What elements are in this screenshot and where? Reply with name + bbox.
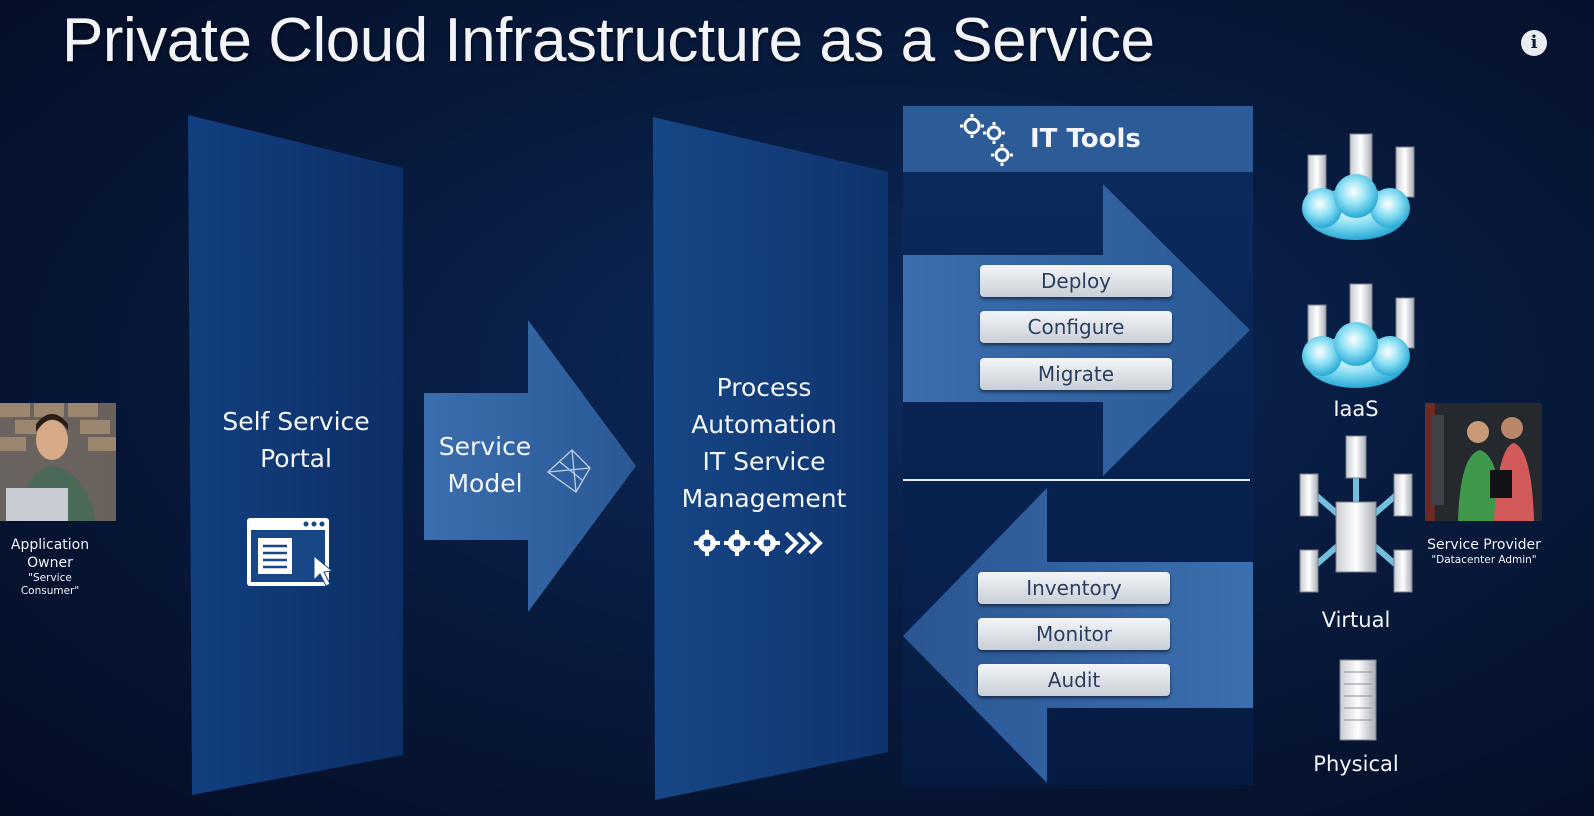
configure-button[interactable]: Configure xyxy=(980,311,1172,343)
virtual-servers-icon xyxy=(1299,435,1413,593)
physical-label: Physical xyxy=(1313,752,1399,776)
virtual-label: Virtual xyxy=(1321,608,1391,632)
process-panel xyxy=(653,117,888,800)
inventory-button[interactable]: Inventory xyxy=(978,572,1170,604)
info-icon[interactable]: i xyxy=(1521,30,1547,56)
monitor-button[interactable]: Monitor xyxy=(978,618,1170,650)
slide-title: Private Cloud Infrastructure as a Servic… xyxy=(62,6,1155,75)
portal-window-icon xyxy=(247,518,334,587)
service-model-line2: Model xyxy=(447,469,523,498)
application-owner-caption: Application Owner "Service Consumer" xyxy=(0,536,100,598)
process-line1: Process xyxy=(716,373,812,402)
process-label: Process Automation IT Service Management xyxy=(658,369,870,517)
deploy-button[interactable]: Deploy xyxy=(980,265,1172,297)
portal-panel xyxy=(188,115,403,795)
portal-label: Self Service Portal xyxy=(196,403,396,477)
process-line3: IT Service xyxy=(702,447,826,476)
process-line2: Automation xyxy=(691,410,837,439)
service-model-icon xyxy=(546,449,591,493)
cloud-servers-icon-iaas xyxy=(1302,283,1415,388)
audit-button[interactable]: Audit xyxy=(978,664,1170,696)
physical-server-icon xyxy=(1339,659,1377,741)
application-owner-line1: Application xyxy=(10,537,90,553)
process-gears-icon xyxy=(694,530,823,556)
application-owner-line2: Owner xyxy=(27,555,73,571)
service-model-arrow xyxy=(424,320,636,612)
it-tools-label: IT Tools xyxy=(1030,124,1141,154)
cloud-servers-icon-top xyxy=(1302,133,1415,240)
it-tools-header xyxy=(903,106,1253,172)
service-model-line1: Service xyxy=(438,432,532,461)
application-owner-role: "Service Consumer" xyxy=(20,572,80,597)
application-owner-photo xyxy=(0,403,116,521)
portal-label-line1: Self Service xyxy=(222,407,370,436)
service-provider-line1: Service Provider xyxy=(1427,537,1541,553)
service-provider-role: "Datacenter Admin" xyxy=(1431,554,1537,566)
gears-icon xyxy=(960,114,1013,166)
migrate-button[interactable]: Migrate xyxy=(980,358,1172,390)
service-provider-caption: Service Provider "Datacenter Admin" xyxy=(1420,536,1548,567)
portal-label-line2: Portal xyxy=(260,444,332,473)
service-model-label: Service Model xyxy=(425,428,545,502)
process-line4: Management xyxy=(681,484,847,513)
service-provider-photo xyxy=(1425,403,1542,521)
iaas-label: IaaS xyxy=(1333,397,1379,421)
